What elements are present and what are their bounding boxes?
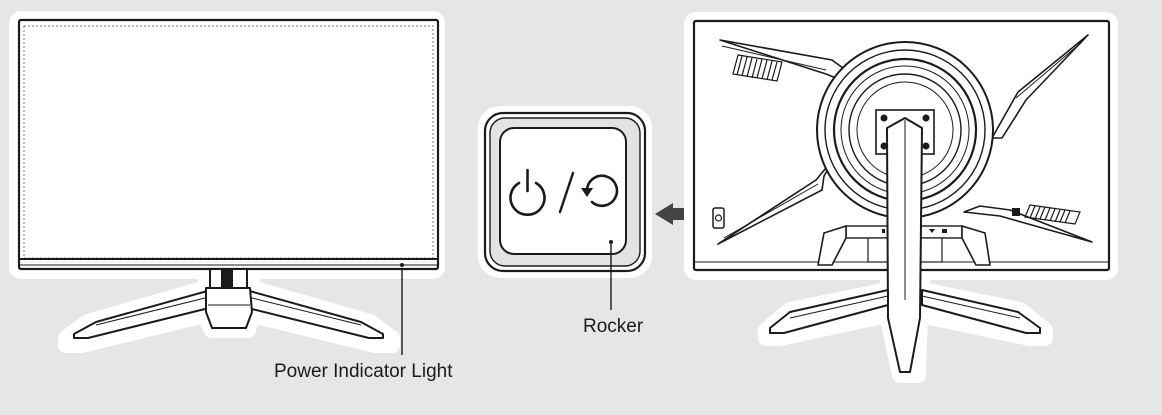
- slash-separator: [558, 171, 575, 214]
- power-icon: [509, 168, 546, 217]
- vent-grille-right: [1024, 204, 1081, 225]
- vent-grille-left: [732, 54, 783, 82]
- front-screen: [17, 18, 440, 271]
- back-view-monitor: [684, 12, 1118, 383]
- return-arrow-icon: [581, 174, 619, 208]
- power-indicator-light: [400, 263, 404, 267]
- power-indicator-light-label: Power Indicator Light: [274, 361, 453, 382]
- rocker-label: Rocker: [583, 316, 644, 337]
- back-stand-base: [769, 289, 889, 334]
- rocker-closeup: [478, 106, 652, 310]
- kensington-lock: [1012, 208, 1020, 216]
- rocker-button: [499, 127, 627, 255]
- front-view-monitor: [9, 11, 445, 355]
- back-rocker-button: [712, 207, 725, 229]
